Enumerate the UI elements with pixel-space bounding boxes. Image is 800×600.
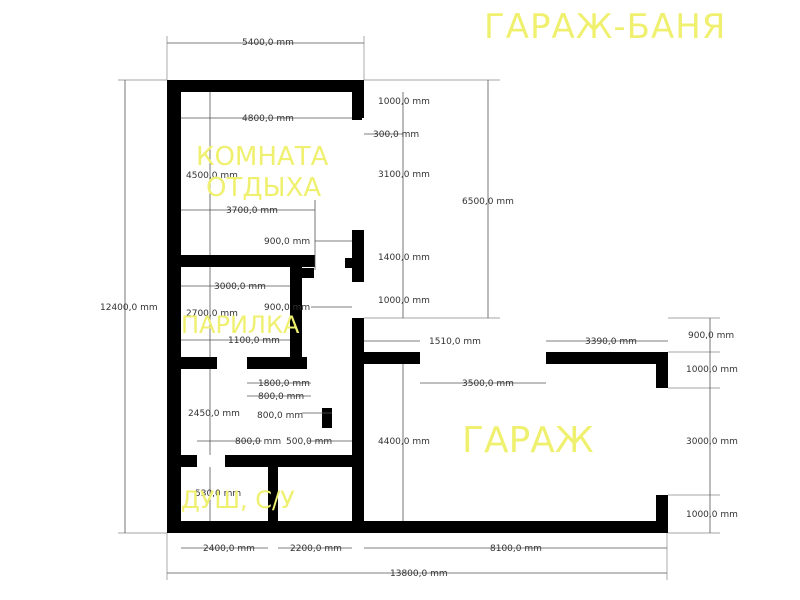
dim-13800: 13800,0 mm bbox=[390, 569, 448, 579]
room-label-komnata: КОМНАТА bbox=[196, 142, 329, 172]
dim-3390: 3390,0 mm bbox=[585, 337, 637, 347]
dim-3700: 3700,0 mm bbox=[226, 206, 278, 216]
room-labels: ГАРАЖ-БАНЯ КОМНАТА ОТДЫХА ПАРИЛКА ДУШ, С… bbox=[181, 7, 726, 514]
dim-12400: 12400,0 mm bbox=[100, 303, 158, 313]
dim-2700: 2700,0 mm bbox=[186, 309, 238, 319]
dim-inner-top: 4800,0 mm bbox=[242, 114, 294, 124]
dim-900-b: 900,0 mm bbox=[264, 303, 310, 313]
dim-1000-c: 1000,0 mm bbox=[686, 365, 738, 375]
dim-900-a: 900,0 mm bbox=[264, 237, 310, 247]
dim-4500: 4500,0 mm bbox=[186, 171, 238, 181]
dim-800-c: 800,0 mm bbox=[235, 437, 281, 447]
walls bbox=[167, 80, 668, 533]
dim-900-c: 900,0 mm bbox=[688, 331, 734, 341]
dim-3000-a: 3000,0 mm bbox=[214, 282, 266, 292]
dim-4400: 4400,0 mm bbox=[378, 437, 430, 447]
dim-1400: 1400,0 mm bbox=[378, 253, 430, 263]
dim-2450: 2450,0 mm bbox=[188, 409, 240, 419]
dim-top-width: 5400,0 mm bbox=[242, 38, 294, 48]
room-label-otdyha: ОТДЫХА bbox=[206, 173, 321, 203]
dim-8100: 8100,0 mm bbox=[490, 544, 542, 554]
dim-2400: 2400,0 mm bbox=[203, 544, 255, 554]
dim-1000-b: 1000,0 mm bbox=[378, 296, 430, 306]
dim-1100: 1100,0 mm bbox=[228, 336, 280, 346]
page-title: ГАРАЖ-БАНЯ bbox=[484, 7, 726, 47]
dim-3100: 3100,0 mm bbox=[378, 170, 430, 180]
dim-530: 530,0 mm bbox=[195, 489, 241, 499]
dim-6500: 6500,0 mm bbox=[462, 197, 514, 207]
dimension-lines bbox=[124, 42, 711, 574]
extension-lines bbox=[118, 36, 720, 580]
dim-3000-b: 3000,0 mm bbox=[686, 437, 738, 447]
room-label-parilka: ПАРИЛКА bbox=[181, 311, 300, 339]
dim-1000-d: 1000,0 mm bbox=[686, 510, 738, 520]
dim-300: 300,0 mm bbox=[373, 130, 419, 140]
dim-800-a: 800,0 mm bbox=[258, 392, 304, 402]
dim-500: 500,0 mm bbox=[286, 437, 332, 447]
dim-1510: 1510,0 mm bbox=[429, 337, 481, 347]
dim-2200: 2200,0 mm bbox=[290, 544, 342, 554]
dim-800-b: 800,0 mm bbox=[257, 411, 303, 421]
room-label-garazh: ГАРАЖ bbox=[462, 420, 594, 461]
dim-1000-a: 1000,0 mm bbox=[378, 97, 430, 107]
dim-1800: 1800,0 mm bbox=[258, 379, 310, 389]
dimension-labels: 5400,0 mm 4800,0 mm 1000,0 mm 300,0 mm 3… bbox=[100, 38, 738, 579]
dim-3500: 3500,0 mm bbox=[462, 379, 514, 389]
room-label-dush: ДУШ, С/У bbox=[181, 486, 295, 514]
